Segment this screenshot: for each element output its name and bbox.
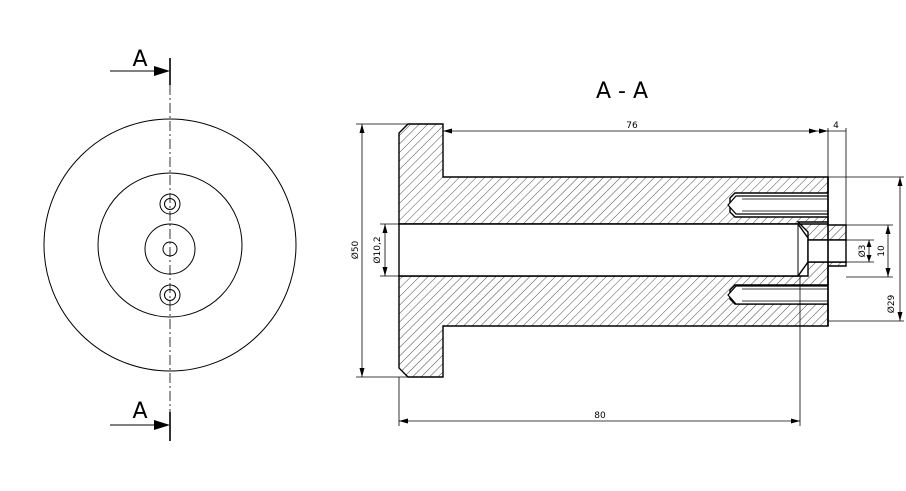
dim-4-arrow: [819, 128, 828, 134]
dim-50-text: Ø50: [350, 240, 361, 259]
dim-10-arrow-top: [885, 225, 891, 234]
dim-4-text: 4: [833, 121, 839, 131]
section-arrow-top-head: [154, 66, 170, 76]
dim-3-text: Ø3: [857, 245, 868, 258]
dim-10-2-text: Ø10,2: [372, 236, 383, 263]
dim-29-arrow-bottom: [897, 312, 903, 321]
section-marker-bottom: A: [132, 399, 147, 424]
dim-80-arrow-right: [791, 418, 800, 424]
front-view: A A: [43, 47, 297, 441]
dim-50-arrow-top: [359, 124, 365, 133]
section-title: A - A: [596, 79, 648, 104]
dim-76-text: 76: [626, 121, 638, 131]
dim-80-arrow-left: [399, 418, 408, 424]
outer-circle: [43, 118, 297, 372]
lower-body-hatch: [398, 261, 847, 378]
upper-body-hatch: [398, 123, 847, 241]
dim-29-arrow-top: [897, 177, 903, 186]
dim-3-arrow-top: [866, 240, 872, 247]
middle-circle: [97, 172, 243, 318]
section-arrow-bottom-head: [154, 420, 170, 430]
dim-10-2-arrow-bottom: [382, 267, 388, 276]
dim-76-arrow-right: [809, 128, 818, 134]
dim-3-arrow-bottom: [866, 255, 872, 262]
dim-76-arrow-left: [443, 128, 452, 134]
dim-29-text: Ø29: [886, 294, 897, 313]
dim-10-arrow-bottom: [885, 268, 891, 277]
dim-10-text: 10: [877, 245, 887, 257]
dim-50-arrow-bottom: [359, 368, 365, 377]
center-bore: [398, 223, 809, 277]
dim-10-2-arrow-top: [382, 224, 388, 233]
section-marker-top: A: [132, 47, 147, 72]
nozzle-hole: [807, 239, 847, 263]
section-view: A - A 76 4: [350, 79, 904, 426]
dim-80-text: 80: [594, 411, 606, 421]
